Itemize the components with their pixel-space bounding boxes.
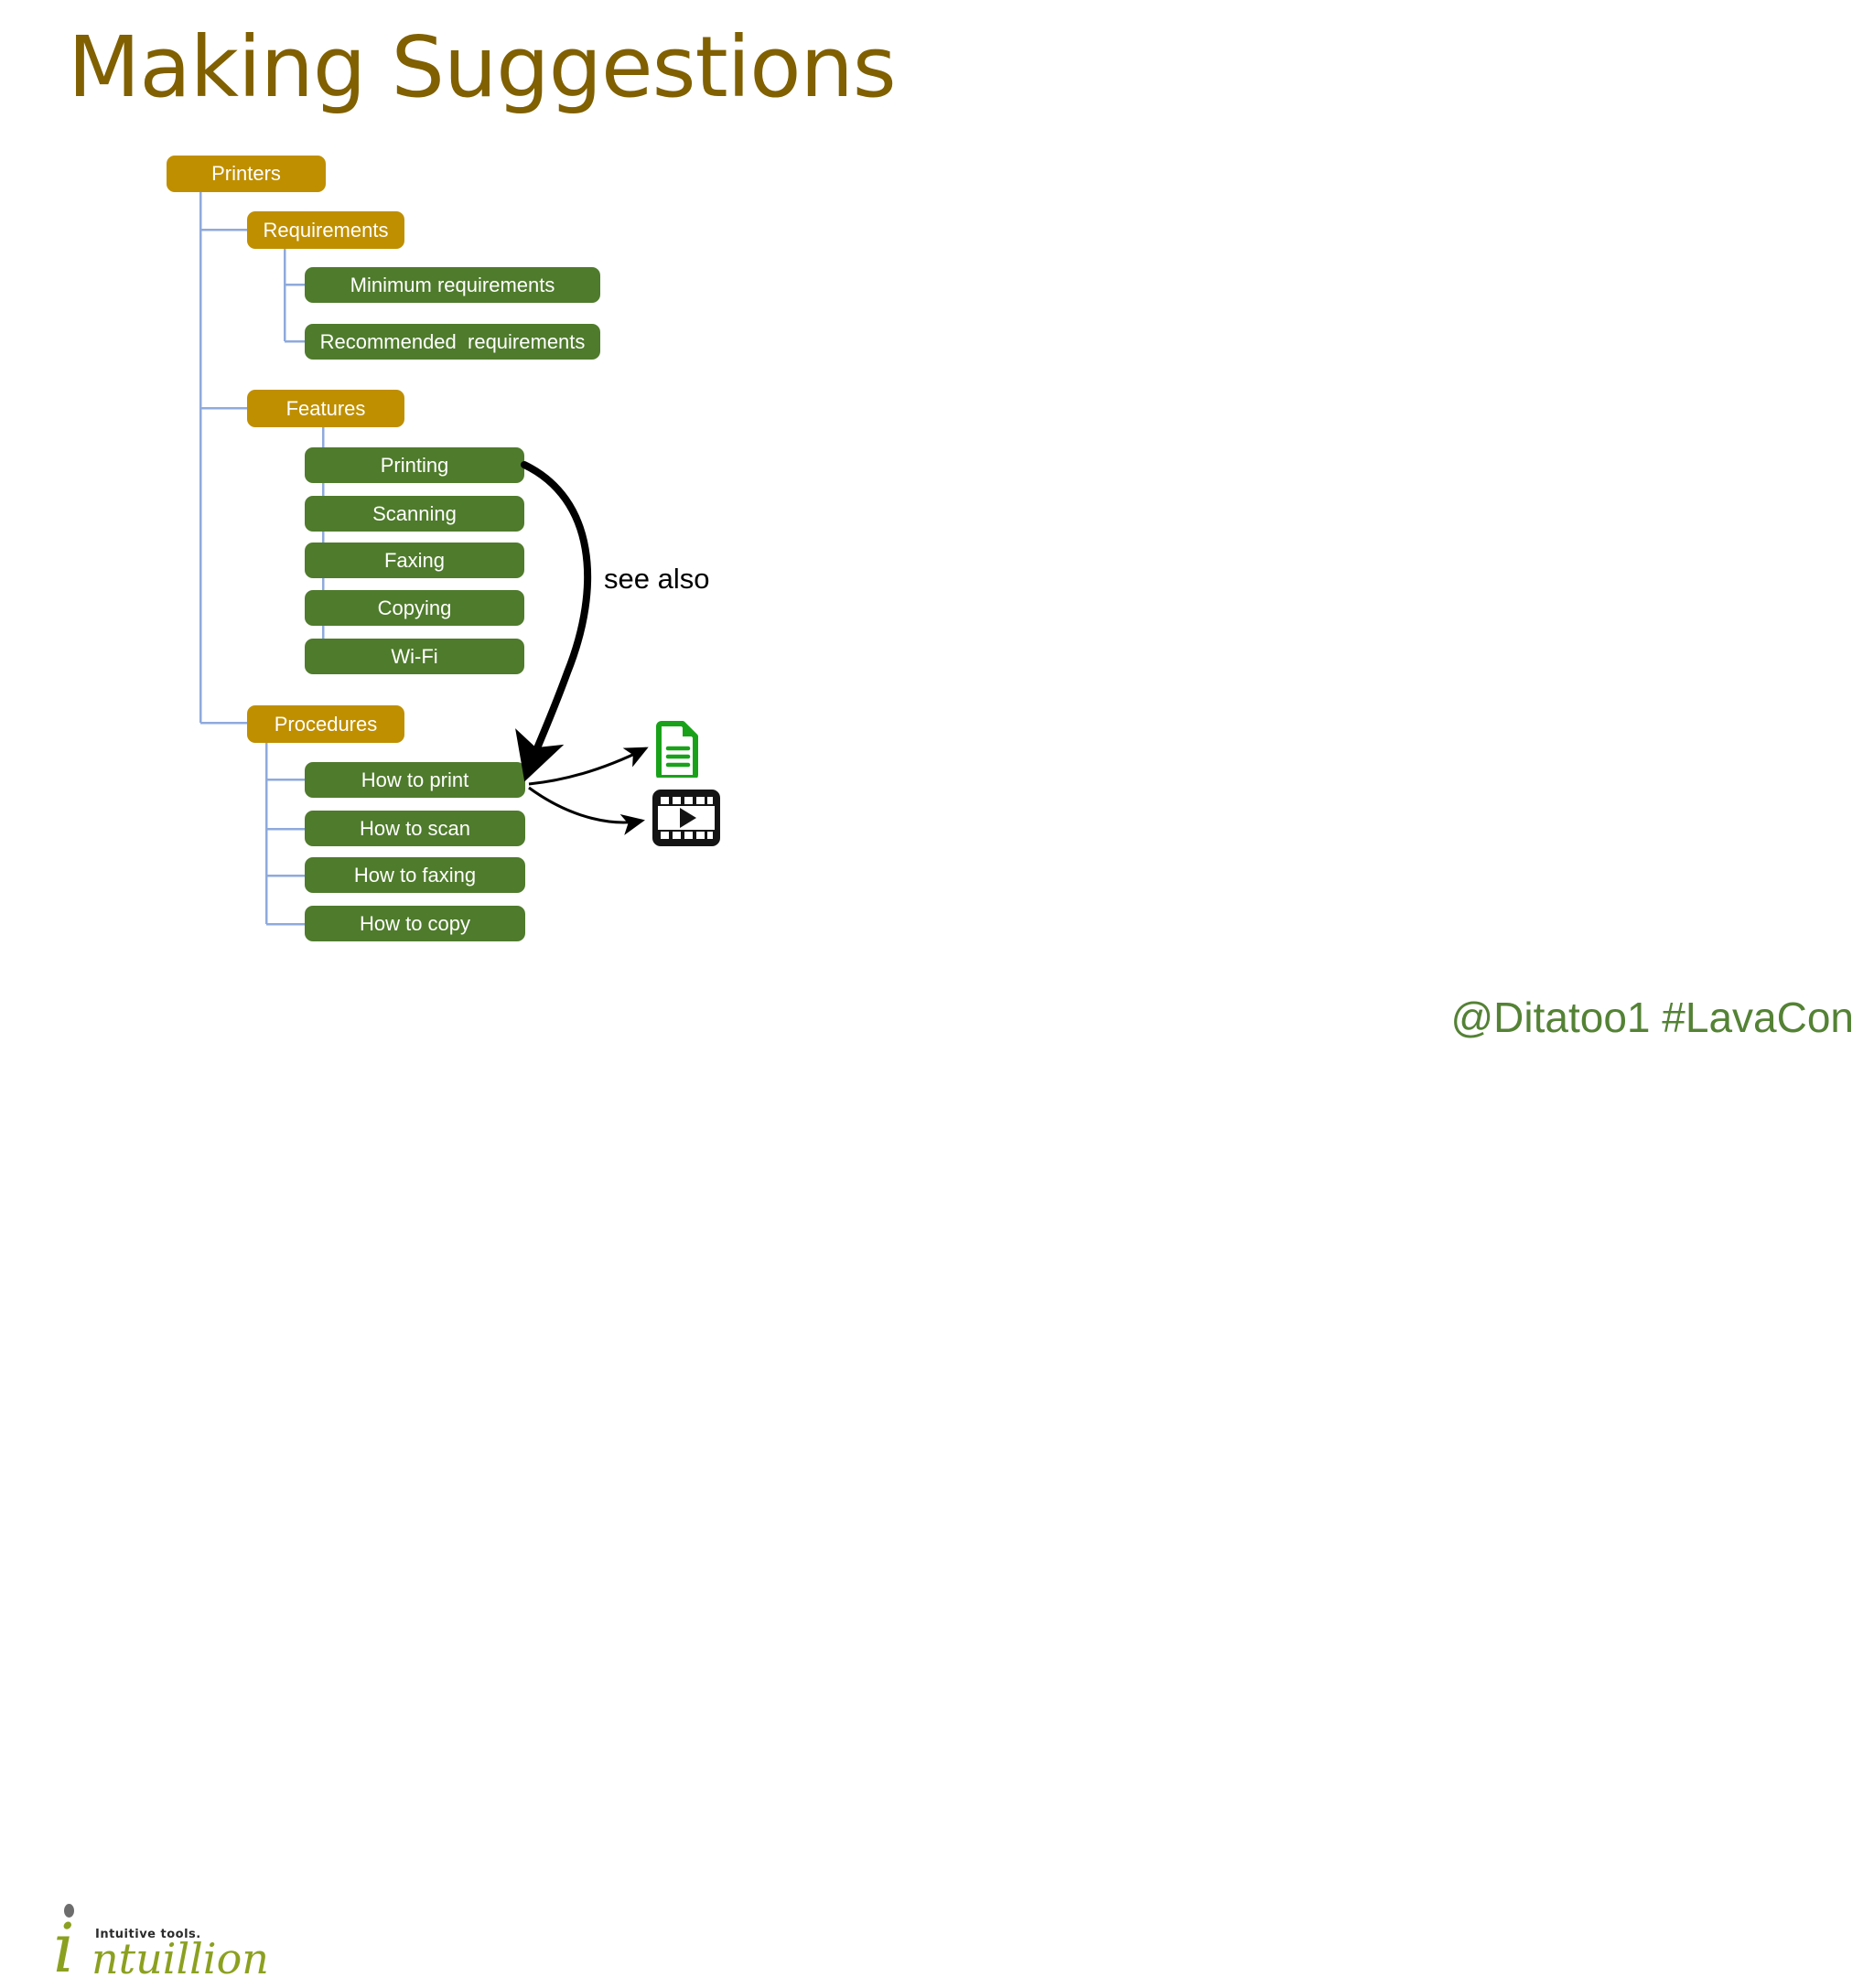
tree-node-label: Wi-Fi: [391, 644, 438, 668]
page-title: Making Suggestions: [68, 18, 897, 116]
tree-node-printing[interactable]: Printing: [305, 447, 524, 483]
footer-social-handle: @Ditatoo1 #LavaCon: [1450, 994, 1854, 1041]
tree-node-label: How to print: [361, 768, 469, 791]
tree-node-label: Printing: [380, 453, 449, 477]
tree-node-how-to-faxing[interactable]: How to faxing: [305, 857, 525, 893]
tree-node-procedures[interactable]: Procedures: [247, 705, 404, 743]
see-also-label: see also: [604, 563, 710, 595]
slide-canvas: Making Suggestions: [26, 18, 1854, 1983]
tree-node-wifi[interactable]: Wi-Fi: [305, 639, 524, 674]
tree-node-features[interactable]: Features: [247, 390, 404, 427]
tree-node-label: Features: [285, 396, 366, 420]
tree-node-minimum-requirements[interactable]: Minimum requirements: [305, 267, 600, 303]
tree-node-label: Recommended requirements: [319, 329, 586, 353]
tree-node-label: Printers: [211, 162, 281, 185]
brand-logo: i Intuitive tools. ntuillion: [26, 950, 269, 1983]
tree-node-label: Copying: [377, 596, 452, 619]
video-icon[interactable]: [652, 790, 720, 846]
tree-node-scanning[interactable]: Scanning: [305, 496, 524, 532]
tree-node-requirements[interactable]: Requirements: [247, 211, 404, 249]
tree-node-label: How to copy: [359, 911, 471, 935]
tree-node-printers[interactable]: Printers: [167, 156, 326, 192]
tree-node-label: Faxing: [383, 548, 446, 572]
tree-node-label: Scanning: [372, 501, 457, 525]
logo-initial: i: [53, 1909, 75, 1988]
tree-node-copying[interactable]: Copying: [305, 590, 524, 626]
tree-node-recommended-requirements[interactable]: Recommended requirements: [305, 324, 600, 360]
logo-wordmark: ntuillion: [92, 1934, 269, 1983]
tree-node-faxing[interactable]: Faxing: [305, 543, 524, 578]
tree-node-how-to-scan[interactable]: How to scan: [305, 811, 525, 846]
tree-node-label: Requirements: [263, 218, 389, 242]
tree-node-how-to-copy[interactable]: How to copy: [305, 906, 525, 941]
tree-node-label: Minimum requirements: [350, 273, 555, 296]
tree-node-label: How to scan: [359, 816, 471, 840]
document-icon[interactable]: [655, 721, 701, 778]
tree-node-how-to-print[interactable]: How to print: [305, 762, 525, 798]
tree-node-label: How to faxing: [353, 863, 477, 887]
tree-node-label: Procedures: [274, 712, 378, 736]
